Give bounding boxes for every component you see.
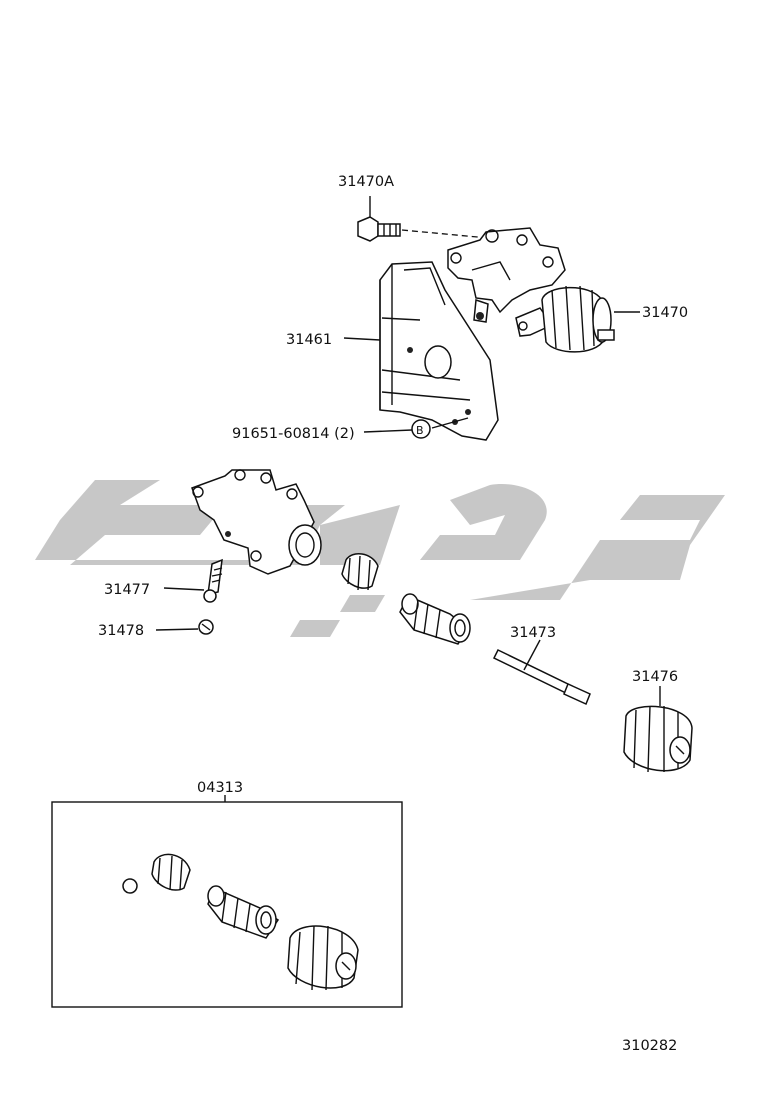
callout-31461: 31461 xyxy=(286,332,332,348)
cylinder-body xyxy=(191,469,322,575)
callout-31476: 31476 xyxy=(632,669,678,685)
bolt-31470A xyxy=(357,196,489,242)
boot-31476 xyxy=(623,686,693,773)
release-cylinder-assembly xyxy=(447,227,640,353)
b-marker: B xyxy=(363,419,431,439)
b-marker-label: B xyxy=(416,424,424,437)
push-rod-31473 xyxy=(492,639,591,706)
piston xyxy=(399,593,471,645)
callout-31470: 31470 xyxy=(642,305,688,321)
bleeder-cap-31478 xyxy=(155,619,214,635)
kit-label-04313: 04313 xyxy=(197,780,243,796)
diagram-number: 310282 xyxy=(622,1038,677,1054)
callout-31473: 31473 xyxy=(510,625,556,641)
callout-91651-60814: 91651-60814 (2) xyxy=(232,426,355,442)
small-boot xyxy=(341,553,379,591)
bleeder-screw-31477 xyxy=(163,558,223,603)
callout-31470A: 31470A xyxy=(338,174,394,190)
repair-kit-box xyxy=(51,795,403,1008)
watermark-logo xyxy=(35,480,725,637)
callout-31478: 31478 xyxy=(98,623,144,639)
bracket-31461 xyxy=(343,261,499,441)
callout-31477: 31477 xyxy=(104,582,150,598)
